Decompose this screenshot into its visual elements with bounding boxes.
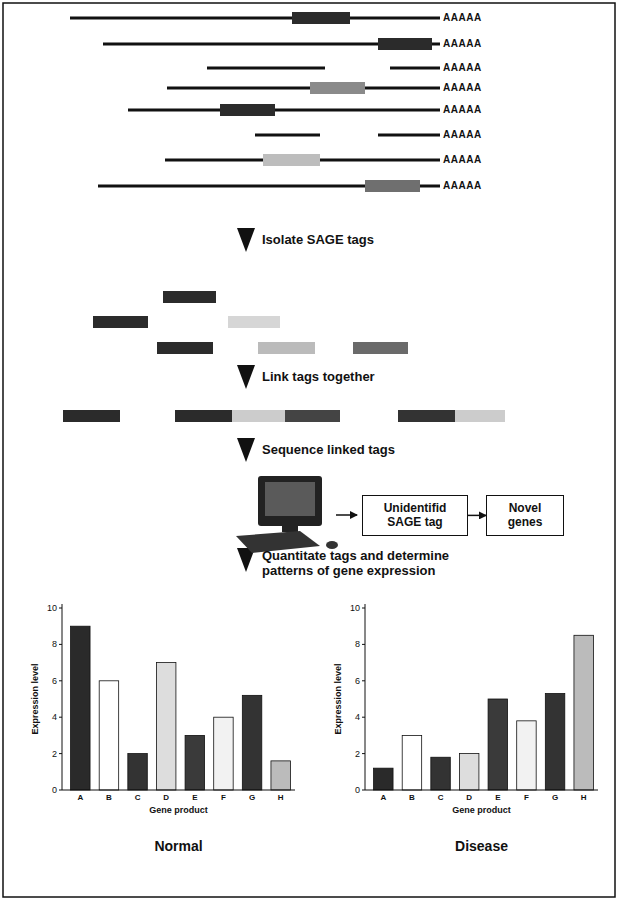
category-label: A [380, 793, 386, 802]
bar [128, 754, 147, 790]
poly-a-tail: AAAAA [443, 104, 482, 116]
category-label: A [77, 793, 83, 802]
bar [185, 735, 204, 790]
mrna-lines [70, 18, 440, 186]
tick-label: 6 [52, 676, 57, 686]
tick-mark [59, 608, 62, 609]
bar [271, 761, 290, 790]
bar [242, 695, 261, 790]
axis-title: Expression level [30, 663, 40, 734]
tick-mark [362, 680, 365, 681]
bar [402, 735, 421, 790]
frame [3, 3, 615, 897]
tick-label: 4 [52, 712, 57, 722]
poly-a-tail: AAAAA [443, 38, 482, 50]
tick-label: 8 [52, 639, 57, 649]
bar [545, 694, 564, 790]
process-box: Novel genes [486, 495, 564, 536]
tick-mark [59, 790, 62, 791]
category-label: C [438, 793, 444, 802]
tick-label: 6 [355, 676, 360, 686]
step-label: Link tags together [262, 370, 375, 385]
poly-a-tail: AAAAA [443, 62, 482, 74]
category-label: B [106, 793, 112, 802]
step-label: Isolate SAGE tags [262, 233, 374, 248]
bar [374, 768, 393, 790]
category-label: H [278, 793, 284, 802]
category-label: E [495, 793, 500, 802]
poly-a-tail: AAAAA [443, 180, 482, 192]
poly-a-tail: AAAAA [443, 154, 482, 166]
tick-label: 8 [355, 639, 360, 649]
leader-arrow [336, 514, 357, 516]
poly-a-tail: AAAAA [443, 12, 482, 24]
category-label: C [135, 793, 141, 802]
axis-title: Gene product [149, 805, 208, 815]
tick-mark [362, 644, 365, 645]
bar [214, 717, 233, 790]
category-label: E [192, 793, 197, 802]
bar [459, 754, 478, 790]
tick-label: 2 [52, 748, 57, 758]
category-label: B [409, 793, 415, 802]
category-label: G [552, 793, 558, 802]
concatemers [63, 410, 505, 422]
category-label: G [249, 793, 255, 802]
box-text: Unidentifid SAGE tag [369, 501, 461, 530]
tick-mark [59, 753, 62, 754]
chart-title: Disease [455, 838, 508, 854]
step-label: Quantitate tags and determine patterns o… [262, 549, 497, 579]
tick-mark [59, 644, 62, 645]
category-label: D [163, 793, 169, 802]
isolated-tags [93, 291, 408, 354]
poly-a-tail: AAAAA [443, 82, 482, 94]
tick-mark [362, 608, 365, 609]
bar [488, 699, 507, 790]
bar [99, 681, 118, 790]
process-box: Unidentifid SAGE tag [362, 495, 468, 536]
tick-label: 4 [355, 712, 360, 722]
poly-a-tail: AAAAA [443, 129, 482, 141]
bar [71, 626, 90, 790]
category-label: F [221, 793, 226, 802]
bar [431, 757, 450, 790]
tick-mark [362, 790, 365, 791]
category-label: H [581, 793, 587, 802]
tick-mark [362, 753, 365, 754]
bar [517, 721, 536, 790]
category-label: D [466, 793, 472, 802]
computer-icon [236, 476, 338, 553]
tick-mark [362, 717, 365, 718]
box-text: Novel genes [493, 501, 557, 530]
tick-mark [59, 680, 62, 681]
tag-regions [220, 12, 432, 192]
category-label: F [524, 793, 529, 802]
axis-title: Expression level [333, 663, 343, 734]
tick-label: 2 [355, 748, 360, 758]
x-axis [62, 790, 295, 791]
bar-charts [59, 604, 598, 790]
bar [156, 663, 175, 790]
step-arrows [237, 228, 255, 572]
step-label: Sequence linked tags [262, 443, 395, 458]
tick-label: 10 [350, 603, 360, 613]
y-axis [365, 604, 366, 790]
connector-arrow [468, 515, 486, 517]
bar [574, 635, 593, 790]
axis-title: Gene product [452, 805, 511, 815]
chart-title: Normal [154, 838, 202, 854]
tick-label: 0 [52, 785, 57, 795]
tick-mark [59, 717, 62, 718]
x-axis [365, 790, 598, 791]
tick-label: 0 [355, 785, 360, 795]
tick-label: 10 [47, 603, 57, 613]
y-axis [62, 604, 63, 790]
